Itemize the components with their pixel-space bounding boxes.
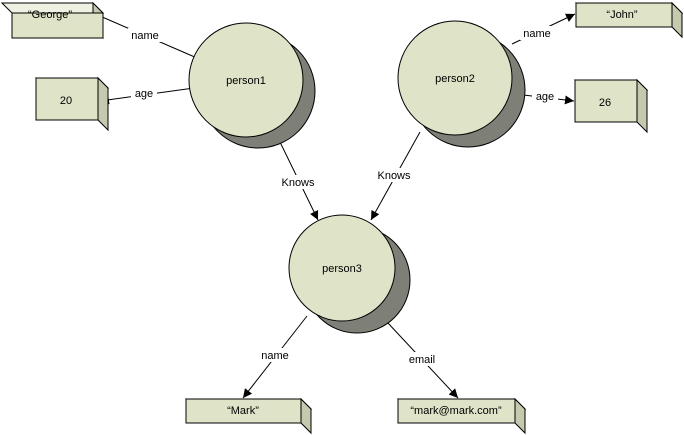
edge-label-person1-name: name: [131, 30, 159, 42]
literal-box-mark[interactable]: “Mark”: [184, 397, 313, 435]
edge-label-person2-age: age: [536, 91, 554, 103]
edge-label-person3-email: email: [409, 354, 435, 366]
edge-label-person2-name: name: [523, 28, 551, 40]
node-circle: [397, 20, 513, 136]
node-circle: [188, 22, 304, 138]
literal-box-john[interactable]: “John”: [574, 1, 684, 39]
literal-box-age-26[interactable]: 26: [573, 78, 649, 134]
node-person1[interactable]: person1: [188, 22, 316, 149]
literal-box-email[interactable]: “mark@mark.com”: [396, 397, 527, 435]
edge-label-person3-name: name: [261, 350, 289, 362]
node-person2[interactable]: person2: [397, 20, 526, 148]
edge-label-person1-knows: Knows: [281, 177, 315, 189]
node-label-person3: person3: [322, 263, 362, 275]
literal-value-age-26: 26: [599, 97, 611, 109]
node-label-person2: person2: [435, 73, 475, 85]
literal-value-email: “mark@mark.com”: [410, 405, 502, 417]
edge-labels: name age name age Knows Knows name email: [128, 26, 558, 366]
node-circle: [288, 214, 396, 322]
node-label-person1: person1: [226, 75, 266, 87]
literal-value-mark: “Mark”: [227, 405, 259, 417]
literal-box-george[interactable]: “George”: [0, 1, 105, 40]
literal-value-john: “John”: [606, 9, 638, 21]
edge-label-person1-age: age: [135, 88, 153, 100]
node-person3[interactable]: person3: [288, 214, 411, 334]
literal-value-age-20: 20: [60, 95, 72, 107]
literal-value-george: “George”: [28, 9, 72, 21]
edge-label-person2-knows: Knows: [377, 170, 411, 182]
literal-box-age-20[interactable]: 20: [34, 76, 110, 132]
